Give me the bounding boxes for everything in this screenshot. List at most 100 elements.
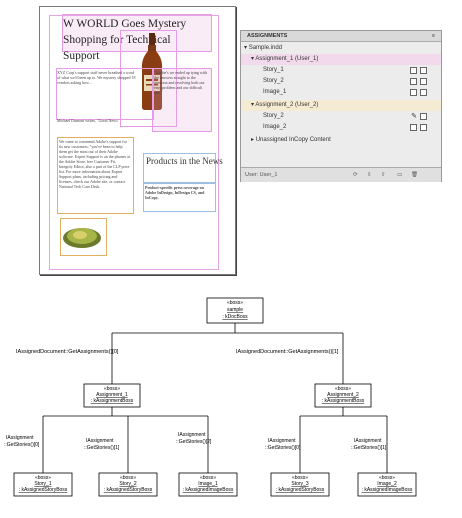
- headline-frame[interactable]: [62, 14, 212, 52]
- expand-triangle-icon[interactable]: ▾: [244, 45, 248, 51]
- row-label: Assignment_1 (User_1): [255, 56, 319, 62]
- link-icon: [420, 113, 427, 120]
- node-name: Assignment_2: [327, 392, 359, 398]
- row-label: Story_2: [263, 113, 284, 119]
- new-icon[interactable]: ▭: [397, 172, 403, 178]
- sidebar-text: We came to commend Adobe's support for i…: [59, 139, 130, 189]
- boss-diagram: «boss» sample : kDocBoss «boss» Assignme…: [4, 297, 417, 497]
- edge-label-a1-s1: IAssignment: [6, 435, 34, 441]
- edge-label-a2-i2: IAssignment: [354, 438, 382, 444]
- node-type: : kAssignedStoryBoss: [104, 487, 153, 493]
- node-stereotype: «boss»: [120, 475, 136, 481]
- link-icon: [420, 78, 427, 85]
- edge-label-a1-i1: IAssignment: [178, 432, 206, 438]
- headline-text: W WORLD Goes Mystery Shopping for Techni…: [63, 18, 187, 62]
- image-icon: [410, 124, 417, 131]
- panel-row-image-2[interactable]: Image_2: [241, 122, 441, 133]
- node-type: : kAssignedImageBoss: [362, 487, 413, 493]
- row-label: Sample.indd: [248, 45, 283, 51]
- node-type: : kAssignmentBoss: [322, 398, 365, 404]
- expand-triangle-icon[interactable]: ▾: [251, 102, 255, 108]
- trash-icon[interactable]: 🗑: [411, 172, 418, 178]
- row-label: Assignment_2 (User_2): [255, 102, 319, 108]
- panel-row-story-2[interactable]: Story_2: [241, 76, 441, 87]
- checkout-icon[interactable]: ⇩: [367, 172, 372, 178]
- edge-label-a2-s3: IAssignment: [268, 438, 296, 444]
- link-icon: [420, 124, 427, 131]
- node-story-1[interactable]: «boss» Story_1 : kAssignedStoryBoss: [13, 472, 73, 497]
- row-label: Image_2: [263, 124, 287, 130]
- row-label: Unassigned InCopy Content: [255, 137, 331, 143]
- bottle-image-frame[interactable]: [120, 30, 177, 127]
- connectors: [42, 323, 388, 473]
- story-icon: [410, 78, 417, 85]
- node-name: Image_2: [377, 481, 397, 487]
- row-label: Image_1: [263, 89, 287, 95]
- intro-text: XYZ Corp's support staff never breathed …: [57, 70, 136, 85]
- intro-text-frame[interactable]: [56, 68, 154, 120]
- node-image-2[interactable]: «boss» Image_2 : kAssignedImageBoss: [357, 472, 417, 497]
- panel-row-image-1[interactable]: Image_1: [241, 87, 441, 98]
- node-name: Story_3: [291, 481, 308, 487]
- pencil-icon: ✎: [411, 113, 417, 120]
- node-assignment-1[interactable]: «boss» Assignment_1 : kAssignmentBoss: [83, 383, 141, 408]
- node-stereotype: «boss»: [335, 386, 351, 392]
- panel-row-story-2b[interactable]: Story_2 ✎: [241, 111, 441, 122]
- expand-triangle-icon[interactable]: ▾: [251, 56, 255, 62]
- update-icon[interactable]: ⟳: [353, 172, 358, 178]
- edge-label-root-a1: IAssignedDocument::GetAssignments()[0]: [16, 349, 119, 355]
- row-label: Story_1: [263, 67, 284, 73]
- edge-label-a1-s1-call: ::GetStories()[0]: [4, 442, 40, 448]
- node-name: Assignment_1: [96, 392, 128, 398]
- node-root[interactable]: «boss» sample : kDocBoss: [206, 297, 264, 324]
- panel-row-unassigned[interactable]: ▸ Unassigned InCopy Content: [241, 135, 441, 146]
- plate-image-frame[interactable]: [60, 218, 107, 256]
- node-type: : kDocBoss: [222, 314, 248, 320]
- story-icon: [410, 67, 417, 74]
- node-stereotype: «boss»: [227, 300, 243, 306]
- news-heading: Products in the News: [146, 156, 223, 166]
- link-icon: [420, 89, 427, 96]
- image-icon: [410, 89, 417, 96]
- panel-row-assignment-1[interactable]: ▾ Assignment_1 (User_1): [241, 54, 441, 65]
- node-type: : kAssignedStoryBoss: [276, 487, 325, 493]
- pull-quote-frame[interactable]: [152, 68, 212, 132]
- row-label: Story_2: [263, 78, 284, 84]
- edge-label-a1-s2: IAssignment: [86, 438, 114, 444]
- panel-row-story-1[interactable]: Story_1: [241, 65, 441, 76]
- sidebar-frame[interactable]: [57, 137, 134, 214]
- edge-label-root-a2: IAssignedDocument::GetAssignments()[1]: [236, 349, 339, 355]
- author-line: Michael Dumont writes, "Good News: [57, 118, 118, 123]
- link-icon: [420, 67, 427, 74]
- panel-row-document[interactable]: ▾ Sample.indd: [241, 43, 441, 54]
- collapse-triangle-icon[interactable]: ▸: [251, 137, 255, 143]
- node-assignment-2[interactable]: «boss» Assignment_2 : kAssignmentBoss: [314, 383, 372, 408]
- plate-image: [63, 228, 101, 248]
- node-type: : kAssignedStoryBoss: [19, 487, 68, 493]
- news-text-frame[interactable]: [143, 183, 216, 212]
- footer-user: User: User_1: [245, 172, 278, 178]
- node-story-3[interactable]: «boss» Story_3 : kAssignedStoryBoss: [270, 472, 330, 497]
- news-heading-frame[interactable]: [143, 153, 216, 183]
- edge-label-a2-i2-call: ::GetStories()[1]: [351, 445, 387, 451]
- panel-title-bar: ASSIGNMENTS ≡: [241, 31, 441, 42]
- node-stereotype: «boss»: [35, 475, 51, 481]
- panel-menu-icon[interactable]: ≡: [431, 33, 435, 39]
- edge-label-a1-s2-call: ::GetStories()[1]: [84, 445, 120, 451]
- node-name: sample: [227, 307, 243, 313]
- node-name: Story_2: [119, 481, 136, 487]
- edge-label-a1-i1-call: ::GetStories()[2]: [176, 439, 212, 445]
- node-stereotype: «boss»: [292, 475, 308, 481]
- node-story-2[interactable]: «boss» Story_2 : kAssignedStoryBoss: [98, 472, 158, 497]
- node-stereotype: «boss»: [200, 475, 216, 481]
- panel-title: ASSIGNMENTS: [247, 33, 288, 39]
- node-image-1[interactable]: «boss» Image_1 : kAssignedImageBoss: [178, 472, 238, 497]
- node-stereotype: «boss»: [379, 475, 395, 481]
- assignments-panel: ASSIGNMENTS ≡ ▾ Sample.indd ▾ Assignment…: [240, 30, 442, 182]
- node-name: Image_1: [198, 481, 218, 487]
- edge-label-a2-s3-call: ::GetStories()[0]: [265, 445, 301, 451]
- node-type: : kAssignedImageBoss: [183, 487, 234, 493]
- panel-row-assignment-2[interactable]: ▾ Assignment_2 (User_2): [241, 100, 441, 111]
- news-text: Product-specific press coverage on Adobe…: [145, 185, 205, 200]
- checkin-icon[interactable]: ⇧: [381, 172, 386, 178]
